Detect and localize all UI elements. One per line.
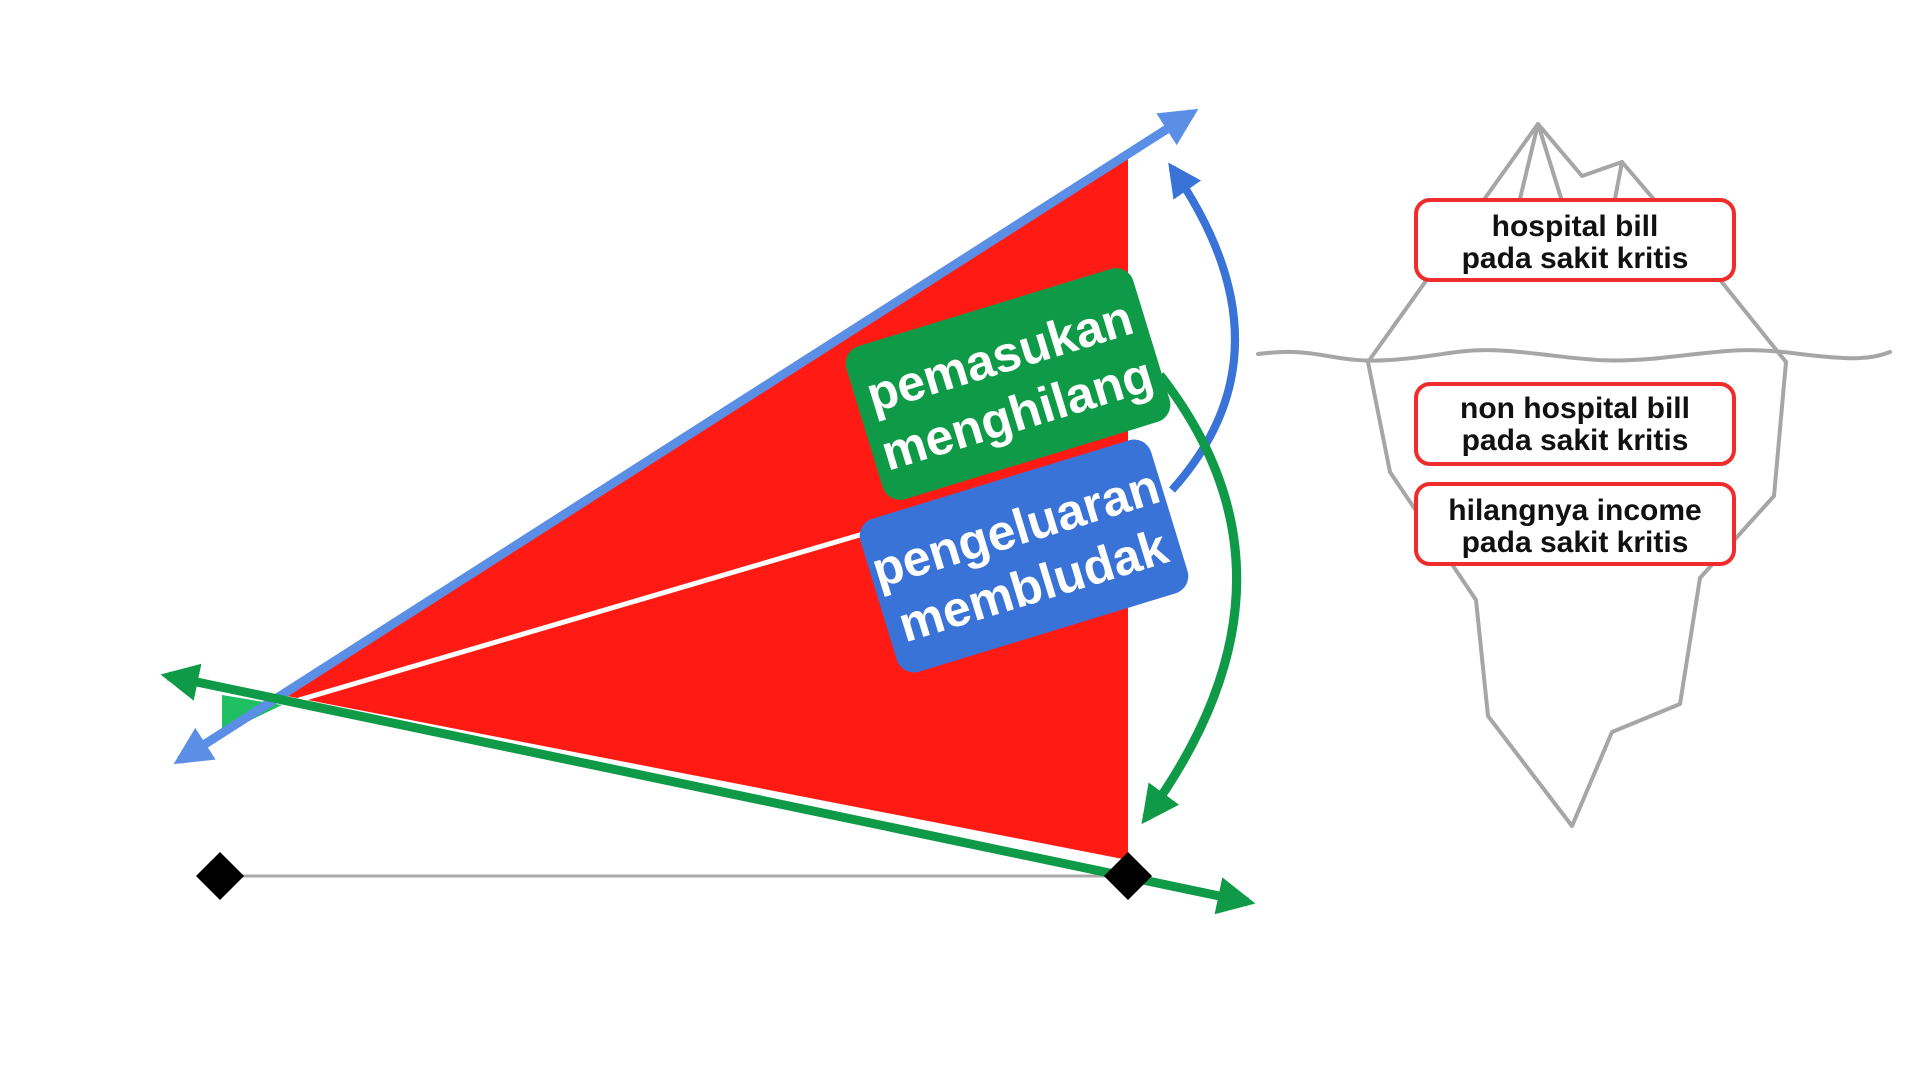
iceberg-box-2-line1: non hospital bill bbox=[1460, 392, 1690, 425]
iceberg-box-1-line2: pada sakit kritis bbox=[1462, 242, 1689, 275]
baseline-start-marker bbox=[195, 851, 245, 901]
expense-curve-arrow bbox=[1168, 162, 1239, 493]
baseline-end-marker bbox=[1103, 851, 1153, 901]
iceberg-box-2: non hospital bill pada sakit kritis bbox=[1414, 382, 1736, 466]
iceberg-box-3: hilangnya income pada sakit kritis bbox=[1414, 482, 1736, 566]
income-label: pemasukan menghilang bbox=[845, 268, 1171, 500]
iceberg-box-1-line1: hospital bill bbox=[1492, 210, 1659, 243]
income-line bbox=[160, 663, 1256, 915]
iceberg-water-line bbox=[1256, 348, 1892, 363]
income-label-box bbox=[845, 268, 1171, 500]
iceberg-box-1: hospital bill pada sakit kritis bbox=[1414, 198, 1736, 282]
income-curve-arrow bbox=[1141, 372, 1242, 825]
iceberg-box-3-line2: pada sakit kritis bbox=[1462, 526, 1689, 559]
iceberg-box-2-line2: pada sakit kritis bbox=[1462, 424, 1689, 457]
expense-line bbox=[173, 108, 1199, 765]
expense-label-box bbox=[859, 439, 1189, 673]
iceberg-box-3-line1: hilangnya income bbox=[1448, 494, 1701, 527]
